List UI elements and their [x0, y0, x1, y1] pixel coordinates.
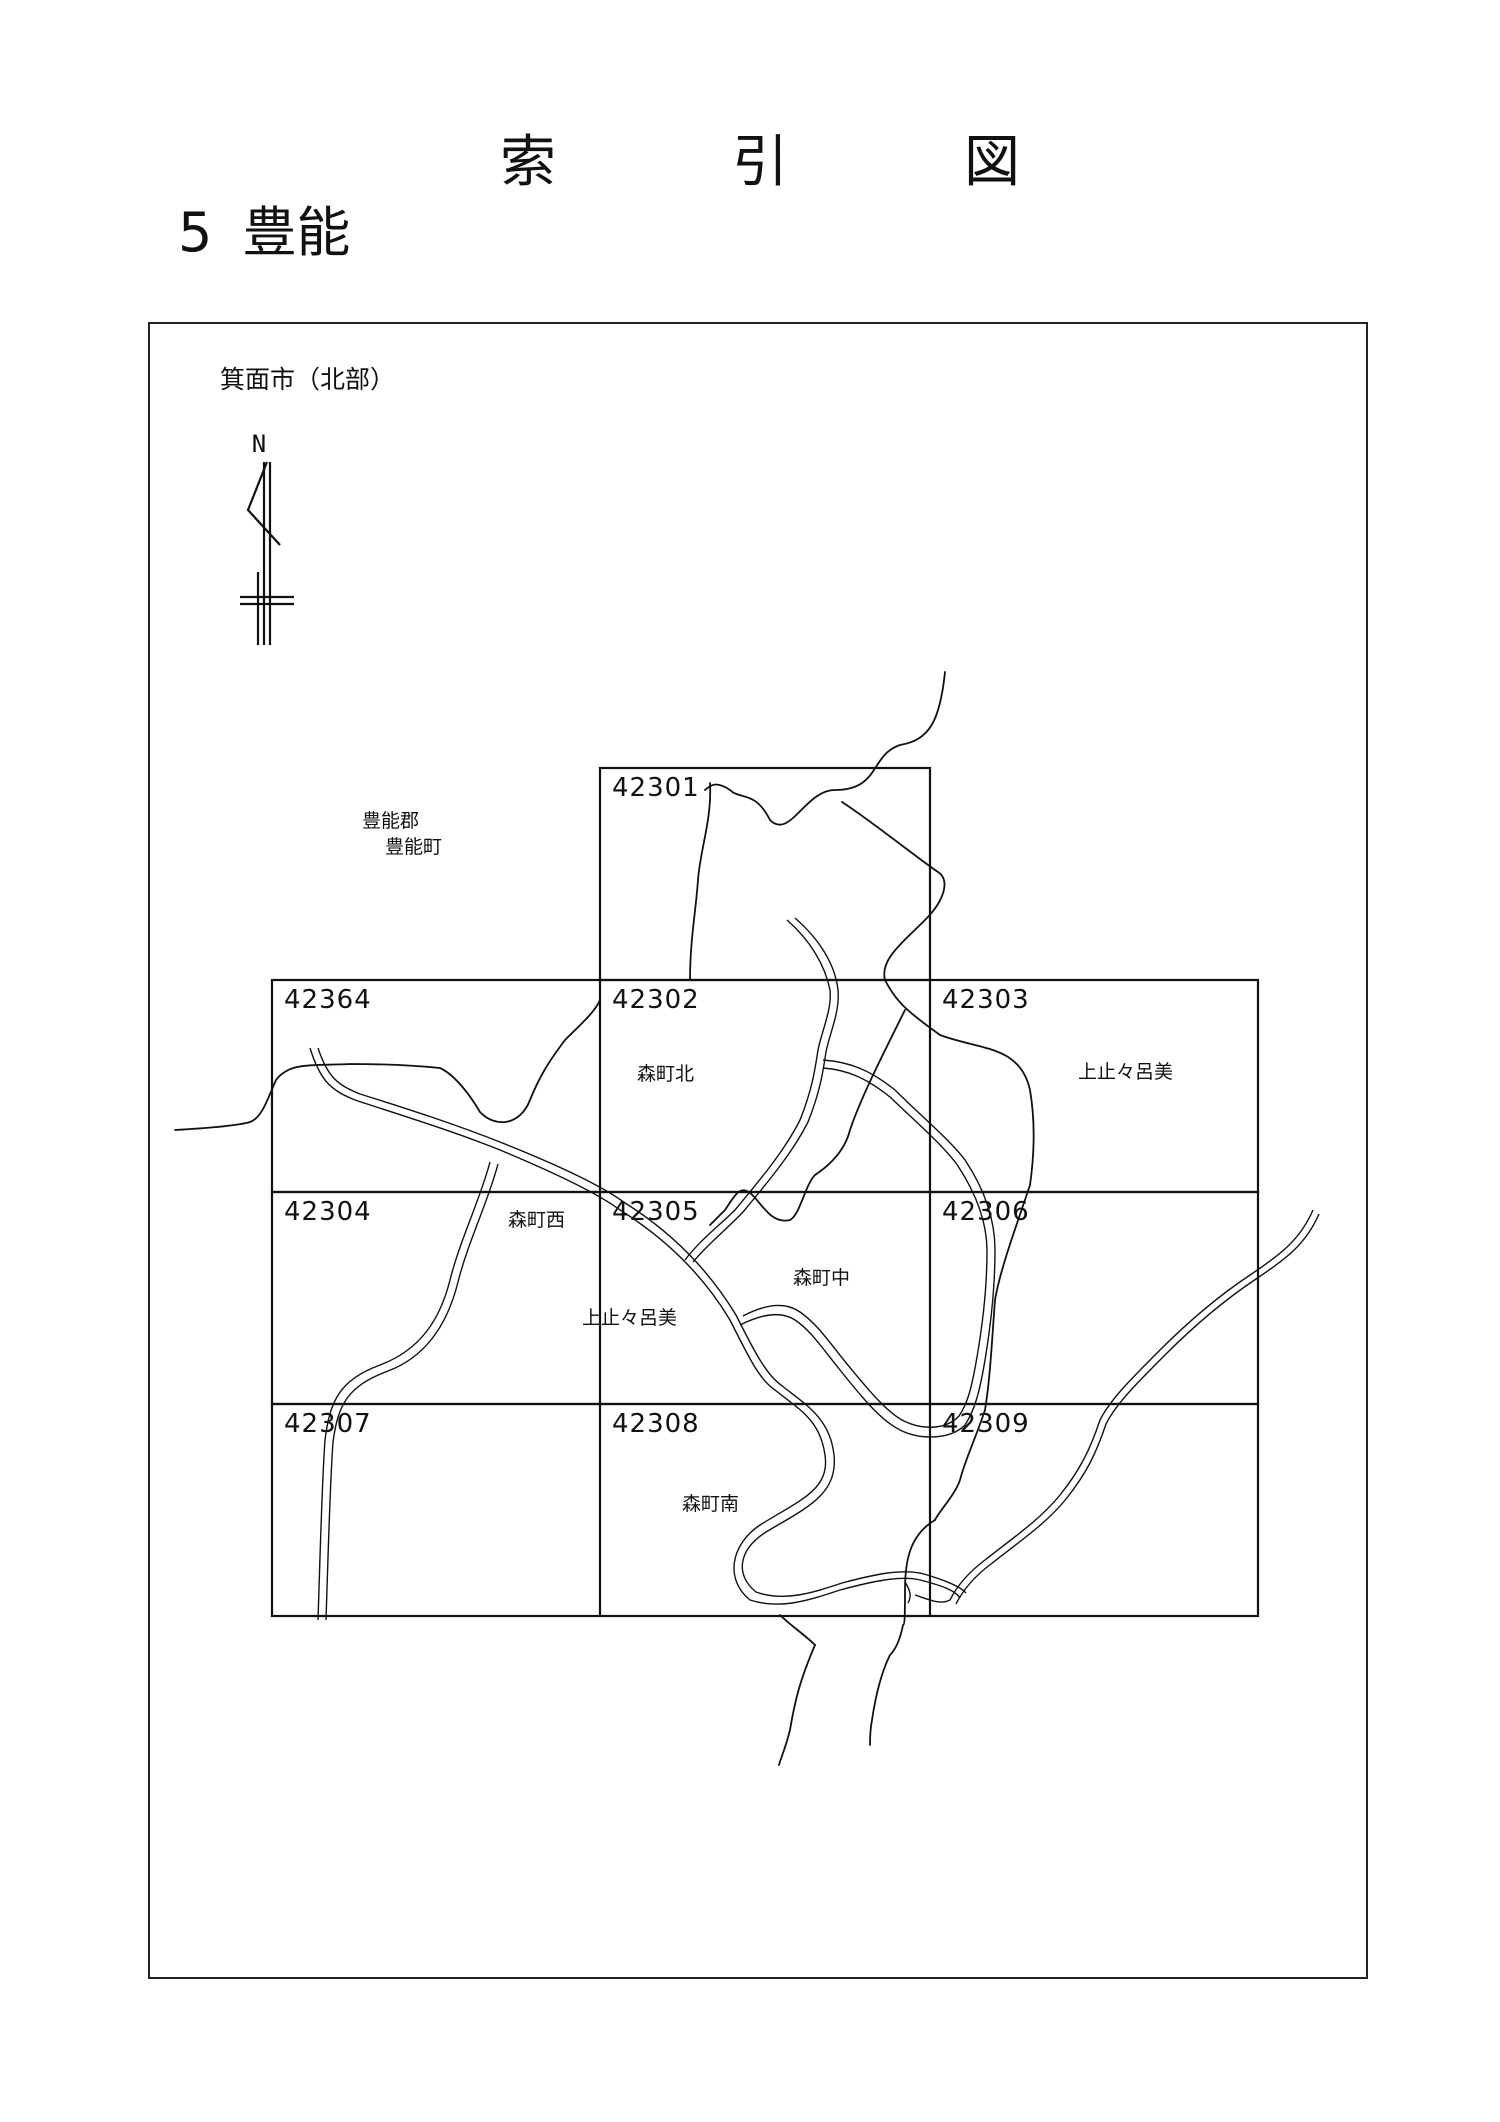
sheet-number-42305: 42305: [612, 1197, 700, 1227]
sheet-number-42303: 42303: [942, 985, 1030, 1015]
road-line-south-2: [869, 1624, 904, 1746]
area-name: 箕面市（北部）: [220, 365, 396, 394]
place-labels: 豊能郡 豊能町 森町北 上止々呂美 森町西 森町中 上止々呂美 森町南: [362, 810, 1173, 1515]
river-line-1: [689, 782, 712, 981]
boundary-line-north: [704, 671, 946, 826]
place-label-toyono-cho: 豊能町: [385, 836, 442, 858]
sheet-number-42364: 42364: [284, 985, 372, 1015]
sheet-number-42302: 42302: [612, 985, 700, 1015]
sheet-number-42301: 42301: [612, 773, 700, 803]
sheet-number-42306: 42306: [942, 1197, 1030, 1227]
place-label-kamishidami-center: 上止々呂美: [582, 1307, 677, 1329]
place-label-kamishidami-east: 上止々呂美: [1078, 1061, 1173, 1083]
title-char-3: 図: [964, 130, 1020, 195]
place-label-morimachi-kita: 森町北: [637, 1063, 694, 1085]
place-label-morimachi-naka: 森町中: [793, 1267, 850, 1289]
place-label-toyono-gun: 豊能郡: [362, 810, 419, 832]
sheet-numbers: 42301 42302 42303 42364 42304 42305 4230…: [284, 773, 1030, 1439]
road-line-south-1: [778, 1644, 816, 1766]
sheet-number-42308: 42308: [612, 1409, 700, 1439]
map-lines: [174, 671, 1035, 1766]
section-name: 豊能: [242, 201, 351, 264]
boundary-line-southeast: [934, 1184, 1031, 1521]
double-roads: [309, 917, 1320, 1621]
sheet-grid: [270, 766, 1260, 1618]
north-label: N: [252, 430, 266, 458]
boundary-line-west: [174, 999, 601, 1131]
boundary-line-bottom: [779, 1614, 816, 1646]
sheet-number-42309: 42309: [942, 1409, 1030, 1439]
section-heading: 5 豊能: [178, 198, 350, 268]
place-label-morimachi-minami: 森町南: [682, 1493, 739, 1515]
section-number: 5: [178, 201, 213, 264]
boundary-line-south: [902, 1519, 936, 1626]
sheet-number-42304: 42304: [284, 1197, 372, 1227]
boundary-line-center: [709, 1009, 906, 1226]
page-title: 索 引 図: [500, 128, 1020, 198]
boundary-line-east: [841, 801, 1035, 1186]
place-label-morimachi-nishi: 森町西: [508, 1209, 565, 1231]
title-char-1: 索: [500, 130, 556, 195]
map-frame: [148, 322, 1368, 1979]
title-char-2: 引: [732, 130, 788, 195]
north-arrow-icon: N: [240, 430, 294, 645]
sheet-number-42307: 42307: [284, 1409, 372, 1439]
